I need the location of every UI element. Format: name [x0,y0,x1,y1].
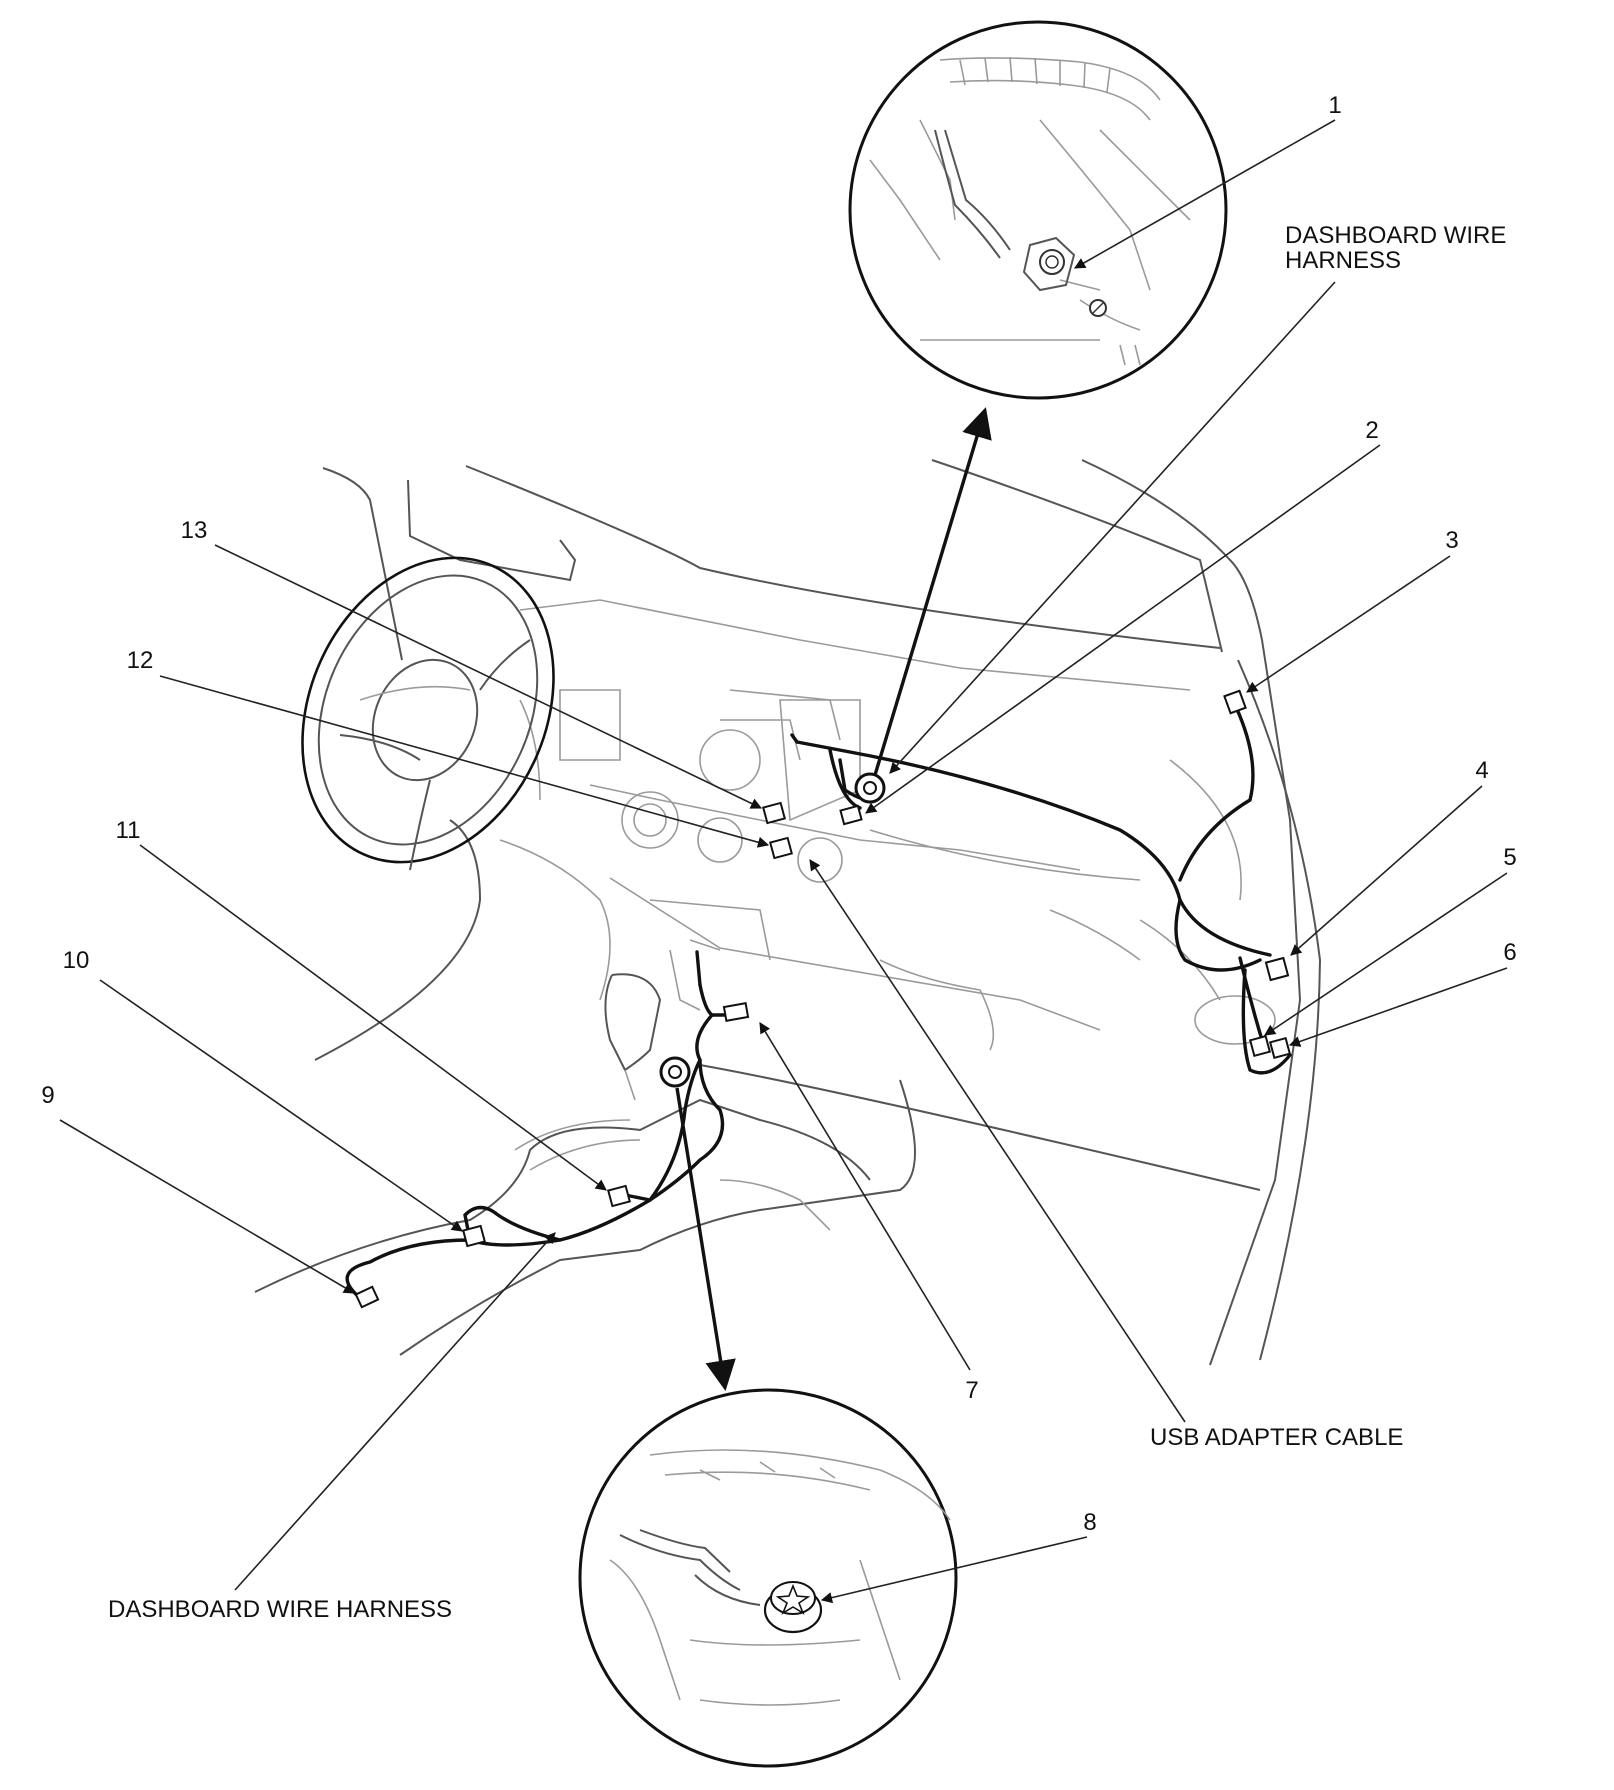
connector-9 [354,1285,380,1309]
dashboard-wire-harness-label-top-line1: DASHBOARD WIRE [1285,222,1506,249]
callout-11: 11 [116,817,141,844]
connector-2 [839,804,863,826]
connector-5 [1248,1034,1272,1058]
detail-circle-top [848,20,1228,400]
callout-5: 5 [1503,844,1516,871]
connector-7 [722,1002,750,1022]
ground-bolt-lower [659,1056,691,1088]
detail-arrow-top [873,407,992,776]
steering-wheel [301,556,555,871]
callout-6: 6 [1503,939,1516,966]
wire-harness-console [345,950,727,1300]
detail-arrow-bottom [675,1087,736,1392]
callout-2: 2 [1365,417,1378,444]
connector-4 [1264,956,1290,982]
dashboard-outline [254,459,1322,1366]
callout-8: 8 [1083,1509,1096,1536]
usb-adapter-cable-label: USB ADAPTER CABLE [1150,1424,1403,1451]
callout-4: 4 [1475,757,1488,784]
callout-10: 10 [63,947,90,974]
wire-harness-main [790,705,1292,1075]
callout-12: 12 [127,647,154,674]
connector-11 [607,1184,631,1208]
connector-12 [769,836,793,860]
clip-fastener-icon [1022,236,1076,292]
leader-lines [59,119,1508,1604]
dashboard-wire-harness-label-top-line2: HARNESS [1285,247,1401,274]
connector-3 [1223,689,1247,715]
callout-7: 7 [965,1377,978,1404]
callout-3: 3 [1445,527,1458,554]
connector-10 [462,1224,486,1248]
callout-1: 1 [1328,92,1341,119]
connector-6 [1268,1036,1292,1060]
connector-13 [762,801,786,825]
dashboard-wire-harness-label-bottom: DASHBOARD WIRE HARNESS [108,1596,452,1623]
bolt-fastener-icon [763,1581,823,1634]
text-labels: DASHBOARD WIRE HARNESS USB ADAPTER CABLE… [108,222,1506,1623]
ground-bolt-upper [854,772,886,804]
callout-9: 9 [41,1082,54,1109]
callout-numbers: 1 2 3 4 5 6 7 8 9 10 11 12 13 [41,92,1516,1536]
callout-13: 13 [181,517,208,544]
detail-circle-bottom [578,1388,958,1768]
